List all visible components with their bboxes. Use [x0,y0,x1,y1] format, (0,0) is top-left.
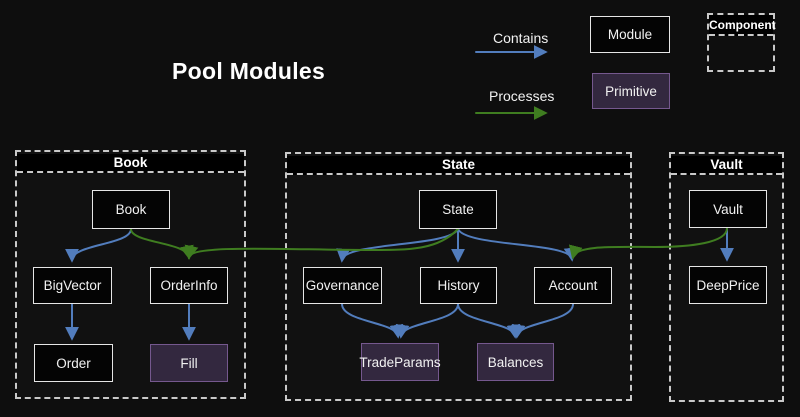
node-fill: Fill [150,344,228,382]
edge-state-account [457,228,578,262]
page-title: Pool Modules [172,58,326,84]
edge-book-bigvector [65,228,132,263]
edge-account-balances [511,303,574,339]
edge-book-orderinfo [130,228,194,260]
node-bigvector: BigVector [33,267,112,304]
cluster-vault-label: Vault [671,156,782,175]
edge-history-balances [457,303,521,339]
cluster-book: Book [15,150,246,399]
legend-processes-label: Processes [489,88,555,104]
legend-component-box: Component [707,13,776,72]
edge-history-tradeparams [395,303,459,339]
node-history: History [420,267,497,304]
cluster-book-label: Book [17,154,244,173]
legend-module-box: Module [590,16,670,53]
node-order: Order [34,344,113,382]
node-book: Book [92,190,170,229]
node-vault: Vault [689,190,767,228]
cluster-state: State [285,152,632,401]
node-account: Account [534,267,612,304]
node-governance: Governance [303,267,382,304]
node-tradeparams: TradeParams [359,343,441,381]
node-orderinfo: OrderInfo [150,267,228,304]
node-state: State [419,190,497,229]
edge-state-orderinfo [184,228,459,260]
node-balances: Balances [477,343,554,381]
legend-primitive-box: Primitive [592,73,670,109]
legend-contains-label: Contains [493,30,549,46]
edge-governance-tradeparams [341,303,404,339]
edge-state-governance [336,228,459,263]
edge-vault-account [568,227,728,260]
cluster-vault: Vault [669,152,784,402]
node-deepprice: DeepPrice [689,266,767,304]
legend-component-label: Component [709,15,776,36]
cluster-state-label: State [287,156,630,175]
